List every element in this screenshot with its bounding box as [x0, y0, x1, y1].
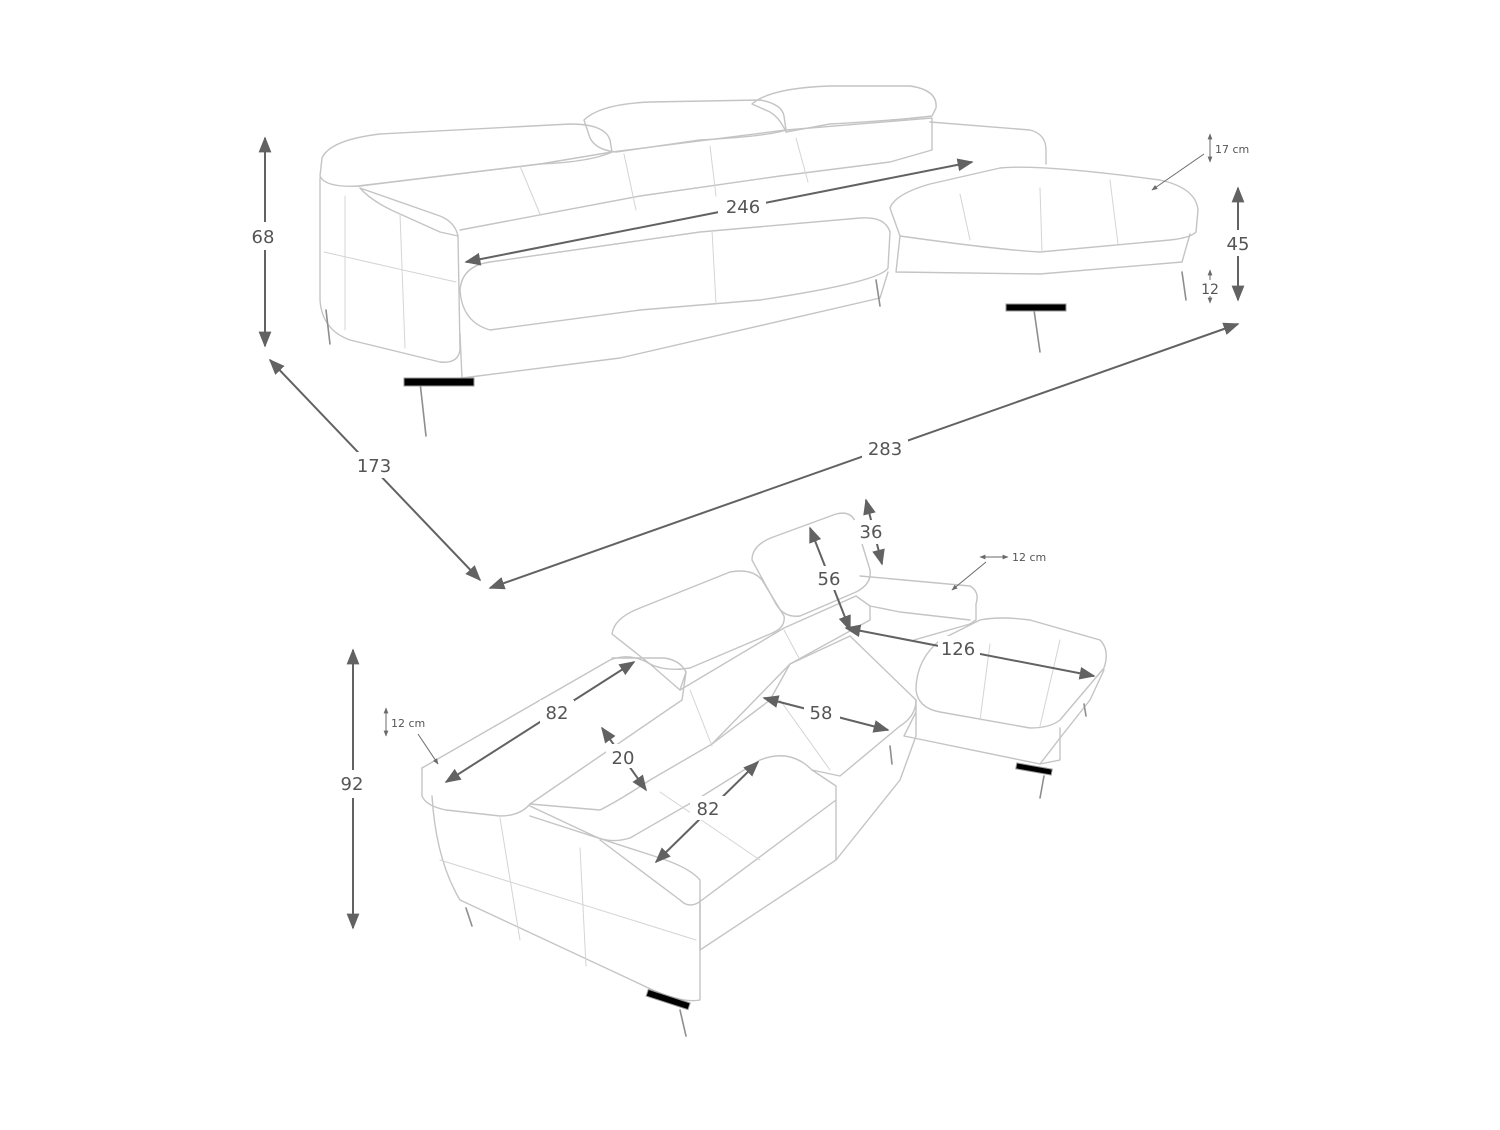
leg-left-front — [419, 381, 427, 437]
leg-middle — [875, 279, 881, 307]
chaise-cushion — [889, 166, 1199, 253]
top-dimensions: 68 246 173 283 45 — [244, 136, 1254, 590]
chaise-front — [1039, 727, 1061, 765]
headrest-right — [751, 85, 937, 133]
left-arm-front — [431, 795, 701, 1002]
headrest-raised-left — [611, 570, 785, 671]
chaise-arm-width-label: 12 cm — [1012, 551, 1046, 564]
bottom-dimensions: 92 82 20 82 58 56 36 126 — [336, 498, 1096, 930]
leg-chaise-right — [1181, 271, 1187, 301]
seat-width-label: 246 — [726, 197, 760, 218]
left-arm-top — [359, 187, 459, 237]
right-armrest — [859, 575, 978, 641]
chaise-arm — [929, 121, 1047, 165]
headrest-height-label: 56 — [818, 569, 841, 590]
depth-label: 173 — [357, 456, 391, 477]
seat-height-label: 45 — [1227, 234, 1250, 255]
seat-front — [699, 799, 837, 951]
arm-length-label: 82 — [546, 703, 569, 724]
leg-chaise-right — [1083, 703, 1087, 717]
seat-width-label: 58 — [810, 703, 833, 724]
chaise-base — [903, 669, 1105, 765]
headrest-left — [319, 123, 613, 187]
leg-middle — [889, 745, 893, 765]
chaise-thickness-label: 17 cm — [1215, 143, 1249, 156]
right-arm-side — [869, 605, 971, 621]
leg-left-back — [325, 309, 331, 345]
sofa-front-view — [319, 85, 1199, 437]
chaise-length-label: 126 — [941, 639, 975, 660]
top-small-dimensions: 12 17 cm — [1151, 133, 1249, 304]
leg-chaise-front — [1039, 775, 1045, 799]
backrest — [357, 117, 933, 231]
headrest-extension-label: 36 — [860, 522, 883, 543]
height-label: 68 — [252, 227, 275, 248]
sofa-perspective-view — [421, 512, 1107, 1037]
headrest-raised-right — [751, 512, 871, 617]
leg-height-label: 12 — [1201, 282, 1219, 298]
left-arm-top — [421, 671, 687, 817]
arm-width-leader — [417, 733, 439, 765]
bottom-small-dimensions: 12 cm 12 cm — [383, 551, 1046, 765]
leg-left-front — [679, 1009, 687, 1037]
headrest-middle — [583, 99, 787, 153]
seat-cushion-left — [529, 755, 837, 906]
leg-chaise-front — [1033, 309, 1041, 353]
leg-left-back — [465, 907, 473, 927]
left-armrest — [319, 177, 461, 363]
seat-cushion-right — [711, 635, 917, 777]
seat-cushion-front — [459, 217, 891, 331]
chaise-base — [895, 233, 1191, 275]
total-height-label: 92 — [341, 774, 364, 795]
seat-front-right — [835, 699, 917, 861]
arm-width-label: 12 cm — [391, 717, 425, 730]
total-width-label: 283 — [868, 439, 902, 460]
seat-depth-label: 82 — [697, 799, 720, 820]
back-gap-label: 20 — [612, 748, 635, 769]
chaise-arm-width-leader — [951, 561, 987, 591]
chaise-thickness-leader — [1151, 153, 1205, 191]
